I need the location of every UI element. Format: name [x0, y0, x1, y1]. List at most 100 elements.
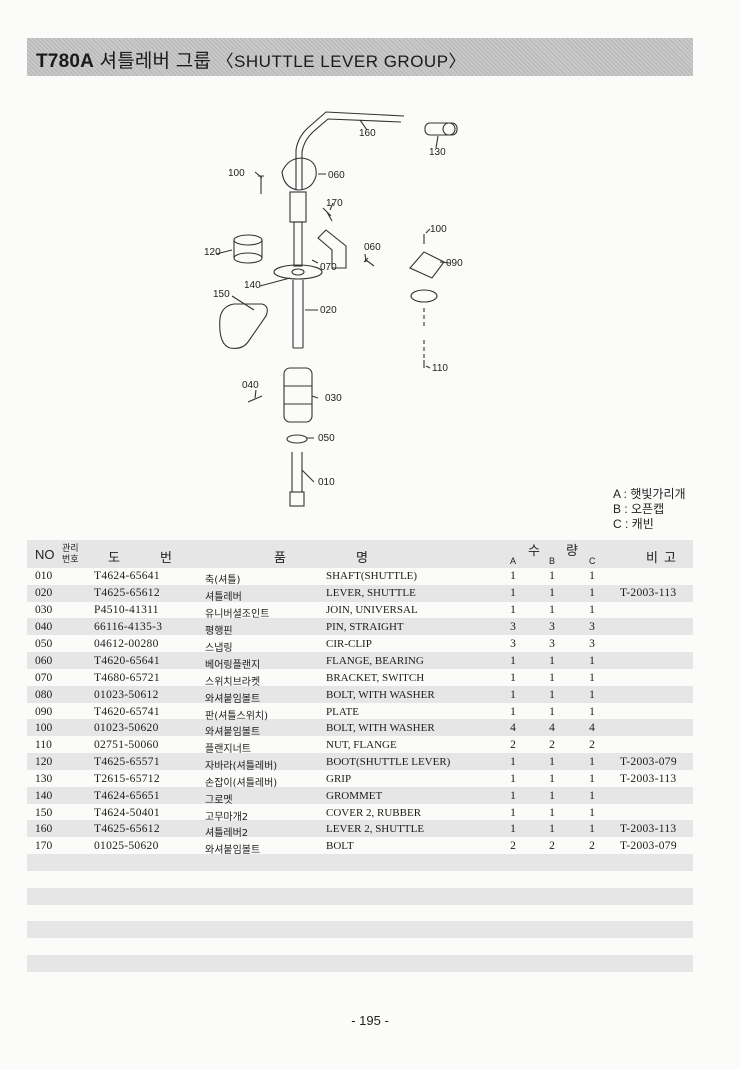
row-name-kr: 고무마개2 [205, 812, 249, 823]
row-remark: T-2003-079 [620, 840, 677, 852]
row-remark: T-2003-113 [620, 773, 677, 785]
row-qty-b: 2 [549, 840, 555, 852]
row-name-en: BOLT [326, 840, 354, 852]
row-qty-b: 1 [549, 807, 555, 819]
row-name-en: NUT, FLANGE [326, 739, 397, 751]
row-no: 090 [35, 706, 53, 718]
group-name-en: 〈SHUTTLE LEVER GROUP〉 [216, 52, 467, 71]
row-name-kr: 자바라(셔틀레버) [205, 761, 278, 772]
row-qty-c: 3 [589, 621, 595, 633]
row-qty-c: 1 [589, 756, 595, 768]
row-part-number: T4624-65641 [94, 570, 160, 582]
row-no: 100 [35, 722, 53, 734]
legend-item: C : 캐빈 [613, 517, 654, 531]
row-qty-b: 1 [549, 823, 555, 835]
row-name-en: FLANGE, BEARING [326, 655, 424, 667]
pin-part [247, 395, 263, 403]
row-qty-b: 1 [549, 604, 555, 616]
row-qty-a: 3 [510, 638, 516, 650]
row-stripe [27, 585, 693, 602]
row-name-kr: 셔틀레버 [205, 592, 242, 603]
row-part-number: 01023-50620 [94, 722, 159, 734]
header-qty-a: A [510, 556, 517, 566]
row-qty-a: 1 [510, 672, 516, 684]
row-name-kr: 와셔붙임볼트 [205, 845, 261, 856]
table-row: 010 T4624-65641 축(셔틀) SHAFT(SHUTTLE) 1 1… [0, 569, 740, 586]
row-qty-a: 1 [510, 706, 516, 718]
row-stripe [27, 686, 693, 703]
row-no: 050 [35, 638, 53, 650]
shuttle-lever-2-part [295, 111, 405, 190]
row-qty-c: 1 [589, 823, 595, 835]
row-part-number: T4625-65612 [94, 587, 160, 599]
header-remark-2: 고 [664, 550, 676, 565]
row-part-number: T4625-65571 [94, 756, 160, 768]
row-qty-c: 1 [589, 807, 595, 819]
row-part-number: 01025-50620 [94, 840, 159, 852]
trim-legend: A : 햇빛가리개 B : 오픈캡 C : 캐빈 [613, 487, 686, 532]
row-qty-a: 1 [510, 689, 516, 701]
row-remark: T-2003-079 [620, 756, 677, 768]
row-qty-b: 1 [549, 773, 555, 785]
row-name-kr: 스위치브라켓 [205, 677, 261, 688]
bolt-part [258, 175, 264, 194]
row-qty-c: 1 [589, 655, 595, 667]
row-qty-a: 1 [510, 756, 516, 768]
row-name-kr: 와셔붙임볼트 [205, 694, 261, 705]
row-name-kr: 와셔붙임볼트 [205, 727, 261, 738]
row-no: 040 [35, 621, 53, 633]
row-part-number: 66116-4135-3 [94, 621, 163, 633]
rubber-cover-part [219, 303, 268, 349]
row-name-en: BOLT, WITH WASHER [326, 689, 435, 701]
header-qty-2: 량 [566, 543, 578, 558]
table-row: 160 T4625-65612 셔틀레버2 LEVER 2, SHUTTLE 1… [0, 822, 740, 839]
header-name-2: 명 [356, 550, 368, 565]
row-name-en: JOIN, UNIVERSAL [326, 604, 418, 616]
callout-label: 120 [204, 247, 221, 258]
model-code: T780A [36, 51, 95, 72]
row-name-en: BRACKET, SWITCH [326, 672, 425, 684]
table-row: 070 T4680-65721 스위치브라켓 BRACKET, SWITCH 1… [0, 671, 740, 688]
row-part-number: T4620-65641 [94, 655, 160, 667]
callout-label: 060 [364, 242, 381, 253]
row-qty-a: 2 [510, 739, 516, 751]
table-row: 050 04612-00280 스냅링 CIR-CLIP 3 3 3 [0, 637, 740, 654]
row-qty-b: 1 [549, 706, 555, 718]
callout-label: 130 [429, 147, 446, 158]
callout-label: 070 [320, 262, 337, 273]
callout-label: 110 [432, 363, 448, 374]
table-row: 020 T4625-65612 셔틀레버 LEVER, SHUTTLE 1 1 … [0, 586, 740, 603]
table-header-band [27, 540, 693, 568]
table-row: 030 P4510-41311 유니버셜조인트 JOIN, UNIVERSAL … [0, 603, 740, 620]
callout-label: 140 [244, 280, 261, 291]
row-name-kr: 축(셔틀) [205, 575, 241, 586]
row-part-number: 01023-50612 [94, 689, 159, 701]
row-name-en: GROMMET [326, 790, 383, 802]
grommet-part [273, 264, 323, 280]
row-stripe [27, 787, 693, 804]
bearing-flange-part [281, 157, 317, 191]
callout-label: 160 [359, 128, 376, 139]
callout-label: 010 [318, 477, 335, 488]
row-qty-c: 1 [589, 604, 595, 616]
row-name-en: SHAFT(SHUTTLE) [326, 570, 418, 582]
table-row: 080 01023-50612 와셔붙임볼트 BOLT, WITH WASHER… [0, 688, 740, 705]
row-qty-a: 1 [510, 587, 516, 599]
row-no: 140 [35, 790, 53, 802]
row-no: 120 [35, 756, 53, 768]
row-name-en: CIR-CLIP [326, 638, 372, 650]
header-band [27, 38, 693, 76]
callout-label: 170 [326, 198, 343, 209]
table-row: 150 T4624-50401 고무마개2 COVER 2, RUBBER 1 … [0, 806, 740, 823]
row-stripe [27, 820, 693, 837]
row-qty-b: 1 [549, 689, 555, 701]
legend-item: B : 오픈캡 [613, 502, 665, 516]
row-part-number: 02751-50060 [94, 739, 159, 751]
legend-item: A : 햇빛가리개 [613, 487, 686, 501]
row-qty-b: 1 [549, 587, 555, 599]
row-part-number: T2615-65712 [94, 773, 160, 785]
row-qty-b: 1 [549, 655, 555, 667]
row-qty-c: 3 [589, 638, 595, 650]
row-part-number: T4620-65741 [94, 706, 160, 718]
row-qty-b: 2 [549, 739, 555, 751]
